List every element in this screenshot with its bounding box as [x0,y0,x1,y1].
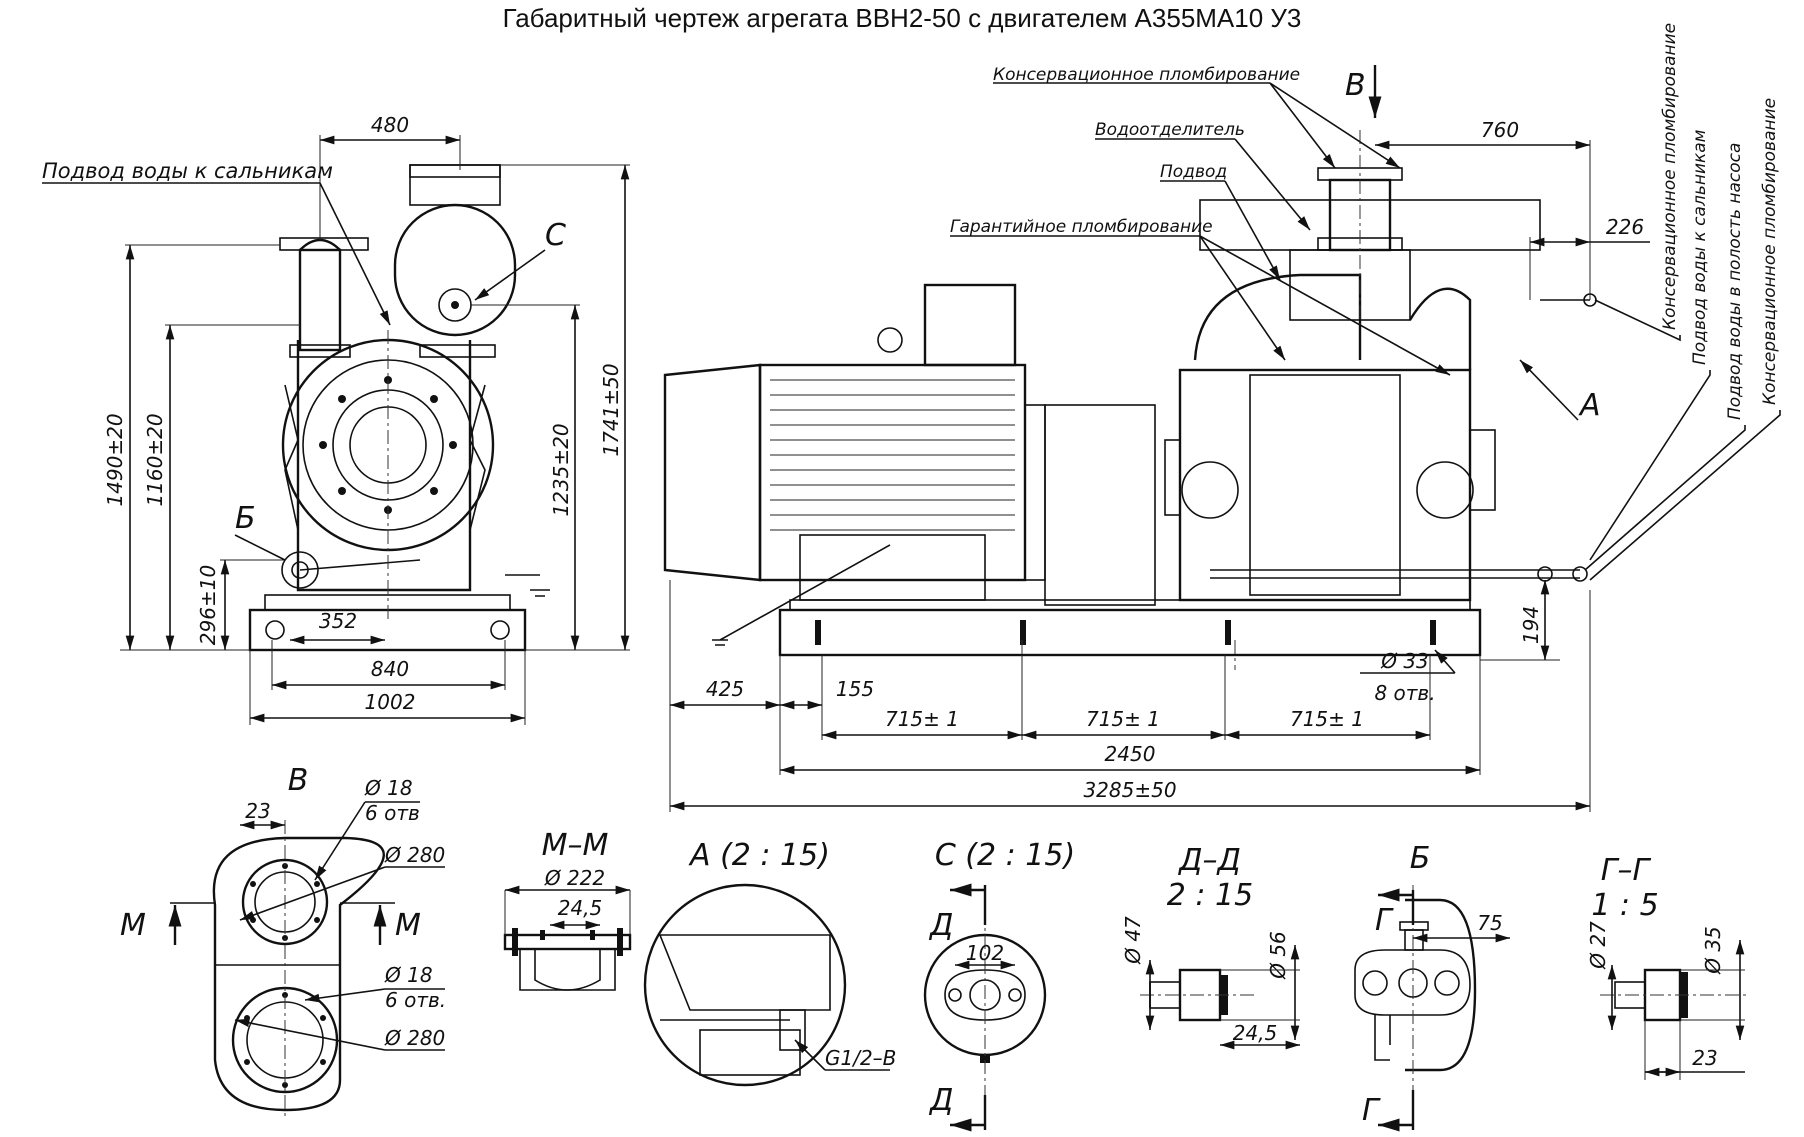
detail-c-label-d-bot: Д [928,1083,953,1118]
detail-gg-title: Г–Г [1601,853,1652,888]
label-conservation-seal: Консервационное пломбирование [993,65,1300,85]
dim-3285: 3285±50 [1083,778,1176,802]
detail-gg-scale: 1 : 5 [1591,888,1658,923]
label-b-arrow: В [1345,68,1366,103]
detail-b-dim-18-top: Ø 18 [364,776,413,800]
dim-840: 840 [371,657,409,681]
label-warranty-seal: Гарантийное пломбирование [950,217,1213,237]
detail-gg-view: Г–Г 1 : 5 Ø 27 Ø 35 23 [1586,853,1750,1080]
detail-bb-view: Б Г Г 75 [1354,841,1510,1132]
vertical-label-water-glands: Подвод воды к сальникам [1690,129,1710,365]
label-c: C [545,218,566,253]
detail-b-label-m-left: М [120,908,146,943]
detail-dd-dim-47: Ø 47 [1121,916,1145,965]
detail-mm-dim-222: Ø 222 [544,866,605,890]
detail-b-label-m-right: М [395,908,421,943]
dim-480: 480 [371,113,409,137]
label-supply: Подвод [1160,162,1227,182]
detail-bb-dim-75: 75 [1477,911,1502,935]
dim-352: 352 [319,609,357,633]
detail-b-title: В [288,763,309,798]
dim-715-b: 715± 1 [1086,707,1160,731]
detail-mm-dim-245: 24,5 [558,896,603,920]
dim-296: 296±10 [196,565,220,645]
detail-b-view: В М М 23 Ø 18 6 отв Ø 280 Ø 18 6 отв [120,763,446,1120]
dim-2450: 2450 [1105,742,1156,766]
dim-hole-count: 8 отв. [1374,681,1435,705]
detail-dd-title: Д–Д [1177,843,1241,878]
detail-dd-dim-245: 24,5 [1233,1021,1278,1045]
dim-1741: 1741±50 [599,363,623,456]
detail-b-dim-6-bot: 6 отв. [385,988,446,1012]
detail-b-dim-18-bot: Ø 18 [384,963,433,987]
dim-1002: 1002 [365,690,416,714]
front-view: 480 1490±20 1160±20 296±10 1235±20 1741±… [42,113,630,725]
detail-b-dim-6-top: 6 отв [365,801,420,825]
detail-mm-view: М–М Ø 222 24,5 [503,828,632,991]
dim-1490: 1490±20 [103,413,127,506]
dim-1235: 1235±20 [549,423,573,516]
detail-mm-title: М–М [542,828,609,863]
drawing-title: Габаритный чертеж агрегата ВВН2-50 с дви… [503,3,1302,33]
vertical-label-conservation-1: Консервационное пломбирование [1660,23,1680,330]
detail-b-dim-23: 23 [245,799,270,823]
dim-715-a: 715± 1 [885,707,959,731]
dim-155: 155 [836,677,874,701]
dim-194: 194 [1519,606,1543,644]
detail-dd-dim-56: Ø 56 [1266,931,1290,980]
detail-gg-dim-27: Ø 27 [1586,921,1610,970]
detail-c-dim-102: 102 [966,941,1004,965]
dim-715-c: 715± 1 [1290,707,1364,731]
detail-c-label-d-top: Д [928,908,953,943]
label-separator: Водоотделитель [1095,120,1245,140]
label-water-to-glands: Подвод воды к сальникам [42,159,333,183]
detail-gg-dim-35: Ø 35 [1701,926,1725,975]
dim-226: 226 [1606,215,1644,239]
dim-425: 425 [706,677,744,701]
detail-dd-scale: 2 : 15 [1167,878,1253,913]
detail-gg-dim-23: 23 [1692,1046,1717,1070]
detail-a-view: А (2 : 15) G1/2–В [643,838,896,1087]
vertical-label-conservation-2: Консервационное пломбирование [1760,98,1780,405]
dim-hole: Ø 33 [1380,649,1429,673]
detail-a-dim-thread: G1/2–В [825,1046,896,1070]
detail-bb-label-g-bot: Г [1362,1093,1381,1128]
detail-bb-label-g-top: Г [1375,903,1394,938]
detail-dd-view: Д–Д 2 : 15 Ø 47 Ø 56 24,5 [1121,843,1300,1050]
label-a: А [1578,388,1601,423]
detail-b-dim-280-bot: Ø 280 [384,1026,445,1050]
detail-b-dim-280-top: Ø 280 [384,843,445,867]
dim-1160: 1160±20 [143,413,167,506]
dim-760: 760 [1481,118,1519,142]
detail-a-title: А (2 : 15) [688,838,830,873]
detail-bb-title: Б [1410,841,1431,876]
detail-c-view: С (2 : 15) 102 Д Д [923,838,1075,1132]
vertical-label-water-cavity: Подвод воды в полость насоса [1725,143,1745,420]
label-b: Б [235,501,256,536]
detail-c-title: С (2 : 15) [935,838,1075,873]
side-view: Консервационное пломбирование Водоотдели… [663,23,1781,812]
